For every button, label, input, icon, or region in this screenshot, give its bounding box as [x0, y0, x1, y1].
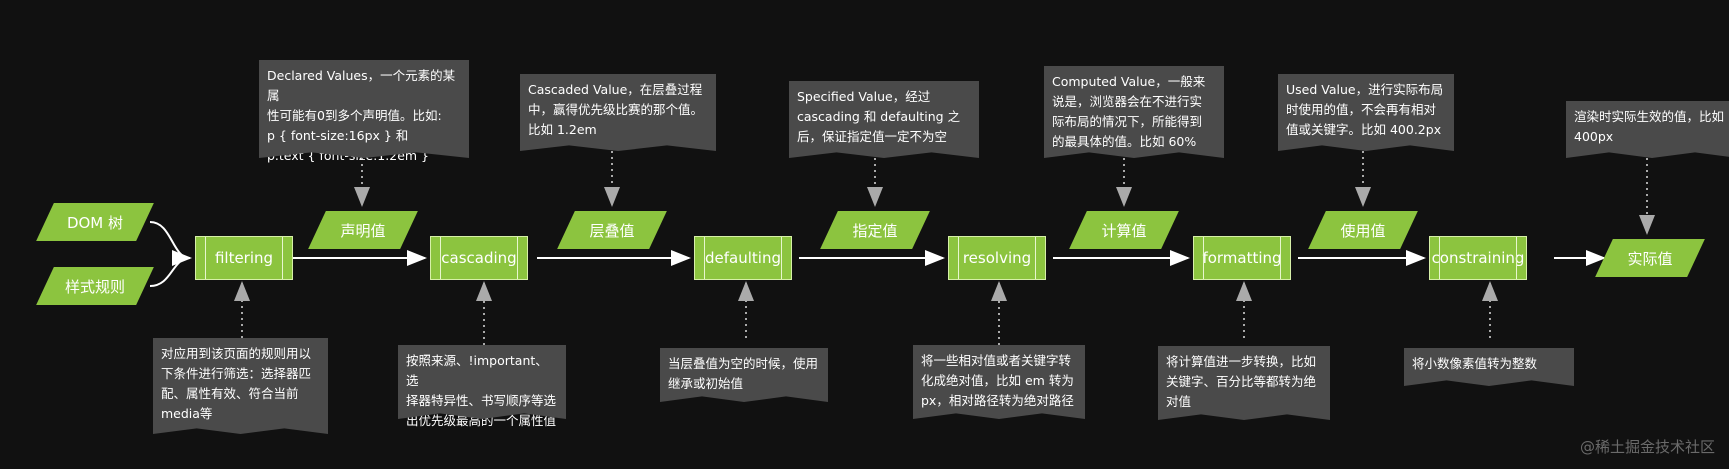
note-declared-value: Declared Values，一个元素的某属 性可能有0到多个声明值。比如: …: [259, 60, 469, 163]
process-formatting: formatting: [1193, 236, 1291, 280]
process-resolving: resolving: [948, 236, 1046, 280]
note-cascading: 按照来源、!important、选 择器特异性、书写顺序等选 出优先级最高的一个…: [398, 345, 566, 428]
process-cascading: cascading: [430, 236, 528, 280]
value-specified: 指定值: [820, 211, 930, 249]
note-specified-value: Specified Value，经过 cascading 和 defaultin…: [789, 81, 979, 152]
input-style-rules: 样式规则: [36, 267, 154, 305]
watermark: @稀土掘金技术社区: [1579, 438, 1715, 456]
process-constraining: constraining: [1429, 236, 1527, 280]
input-merge-line: [149, 221, 191, 259]
note-defaulting: 当层叠值为空的时候，使用 继承或初始值: [660, 348, 828, 396]
note-used-value: Used Value，进行实际布局 时使用的值，不会再有相对 值或关键字。比如 …: [1278, 74, 1454, 145]
value-actual: 实际值: [1595, 239, 1705, 277]
value-cascaded: 层叠值: [557, 211, 667, 249]
note-cascaded-value: Cascaded Value，在层叠过程 中，赢得优先级比赛的那个值。 比如 1…: [520, 74, 716, 145]
process-defaulting: defaulting: [694, 236, 792, 280]
value-used: 使用值: [1308, 211, 1418, 249]
input-dom-tree: DOM 树: [36, 203, 154, 241]
note-computed-value: Computed Value，一般来 说是，浏览器会在不进行实 际布局的情况下，…: [1044, 66, 1224, 152]
note-constraining: 将小数像素值转为整数: [1404, 348, 1574, 380]
value-computed: 计算值: [1069, 211, 1179, 249]
note-resolving: 将一些相对值或者关键字转 化成绝对值，比如 em 转为 px，相对路径转为绝对路…: [913, 345, 1085, 413]
note-formatting: 将计算值进一步转换，比如 关键字、百分比等都转为绝 对值: [1158, 346, 1330, 414]
note-actual-value: 渲染时实际生效的值，比如 400px: [1566, 101, 1729, 152]
note-filtering: 对应用到该页面的规则用以 下条件进行筛选：选择器匹 配、属性有效、符合当前 me…: [153, 338, 328, 428]
value-declared: 声明值: [308, 211, 418, 249]
input-merge-line: [149, 250, 192, 287]
process-filtering: filtering: [195, 236, 293, 280]
